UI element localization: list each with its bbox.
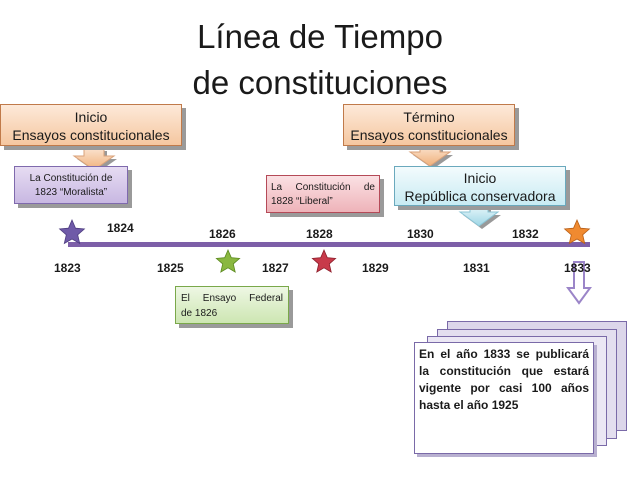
title-line-2: de constituciones: [192, 64, 448, 101]
note-1833: En el año 1833 se publicará la constituc…: [414, 342, 594, 454]
box-ensayo-federal-line-2: de 1826: [181, 308, 218, 319]
box-inicio-ensayos-line-2: Ensayos constitucionales: [12, 127, 170, 143]
note-1833-text: En el año 1833 se publicará la constituc…: [419, 347, 589, 412]
year-top-1830: 1830: [407, 227, 434, 241]
year-bottom-1825: 1825: [157, 261, 184, 275]
arrow-down-1833: [566, 261, 592, 305]
arrow-down-inicio-republica: [458, 205, 501, 229]
year-top-1826: 1826: [209, 227, 236, 241]
box-ensayo-federal: El Ensayo Federal de 1826: [175, 286, 289, 324]
year-bottom-1831: 1831: [463, 261, 490, 275]
box-termino-ensayos-line-2: Ensayos constitucionales: [350, 127, 508, 143]
year-bottom-1829: 1829: [362, 261, 389, 275]
box-constitucion-1828: La Constitución de 1828 “Liberal”: [266, 175, 380, 213]
star-1826-icon: [215, 248, 241, 273]
box-termino-ensayos-line-1: Término: [403, 109, 455, 125]
year-bottom-1823: 1823: [54, 261, 81, 275]
box-inicio-ensayos-line-1: Inicio: [74, 109, 108, 125]
box-inicio-republica-line-2: República conservadora: [404, 188, 556, 204]
box-constitucion-1828-line-1: La Constitución de: [271, 182, 375, 193]
box-ensayo-federal-line-1: El Ensayo Federal: [181, 293, 283, 304]
year-bottom-1833: 1833: [564, 261, 591, 275]
year-bottom-1827: 1827: [262, 261, 289, 275]
year-top-1832: 1832: [512, 227, 539, 241]
year-top-1824: 1824: [107, 221, 134, 235]
year-top-1828: 1828: [306, 227, 333, 241]
star-1828-icon: [311, 248, 337, 273]
box-constitucion-1828-line-2: 1828 “Liberal”: [271, 196, 333, 207]
arrow-down-inicio-ensayos: [72, 147, 117, 173]
arrow-down-termino-ensayos: [408, 145, 453, 169]
star-1833-icon: [563, 218, 591, 245]
box-inicio-republica: Inicio República conservadora: [394, 166, 566, 206]
star-1823-icon: [58, 218, 86, 245]
box-termino-ensayos: Término Ensayos constitucionales: [343, 104, 515, 146]
box-constitucion-1823: La Constitución de 1823 “Moralista”: [14, 166, 128, 204]
title-line-1: Línea de Tiempo: [197, 18, 443, 55]
box-inicio-republica-line-1: Inicio: [463, 170, 497, 186]
timeline-bar: [68, 242, 590, 247]
box-inicio-ensayos: Inicio Ensayos constitucionales: [0, 104, 182, 146]
box-constitucion-1823-line-2: 1823 “Moralista”: [34, 187, 108, 198]
box-constitucion-1823-line-1: La Constitución de: [29, 173, 113, 184]
